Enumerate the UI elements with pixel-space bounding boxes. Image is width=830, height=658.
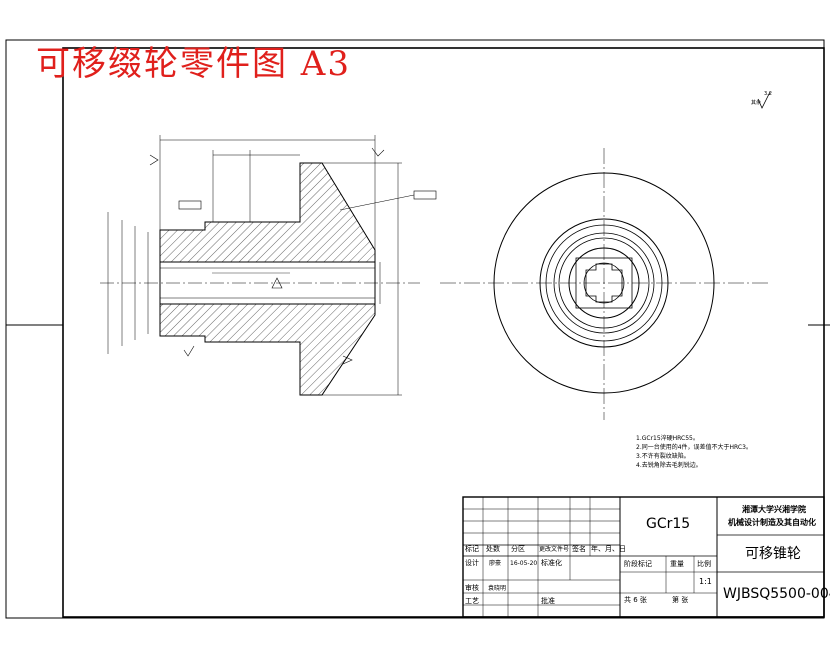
tech-note-4: 4.去锐角除去毛刺锐边。 bbox=[636, 461, 702, 469]
outer-border bbox=[5, 39, 825, 619]
svg-text:其余: 其余 bbox=[751, 99, 761, 106]
label-process: 工艺 bbox=[465, 597, 479, 605]
design-date: 16-05-20 bbox=[510, 560, 537, 567]
label-weight: 重量 bbox=[670, 560, 684, 568]
label-scale: 比例 bbox=[697, 559, 711, 568]
tech-note-3: 3.不许有裂纹缺陷。 bbox=[636, 452, 690, 460]
label-signature: 签名 bbox=[572, 544, 586, 553]
reviewer-name: 袁晓明 bbox=[488, 584, 506, 592]
institution-line-2: 机械设计制造及其自动化 bbox=[728, 517, 816, 527]
label-count: 处数 bbox=[486, 544, 500, 553]
label-review: 审核 bbox=[465, 583, 479, 592]
tech-note-1: 1.GCr15淬硬HRC55。 bbox=[636, 434, 699, 442]
label-stage: 阶段标记 bbox=[624, 559, 652, 568]
label-date: 年、月、日 bbox=[591, 544, 626, 553]
tech-note-2: 2.同一台使用的4件，误差值不大于HRC3。 bbox=[636, 443, 752, 451]
section-view bbox=[100, 135, 437, 396]
label-mark: 标记 bbox=[465, 544, 479, 553]
inner-frame bbox=[62, 47, 825, 618]
roughness-value: 3.2 bbox=[764, 91, 772, 97]
designer-name: 廖豪 bbox=[489, 559, 501, 567]
label-design: 设计 bbox=[465, 558, 479, 567]
label-sheet: 第 张 bbox=[672, 595, 688, 604]
label-standardize: 标准化 bbox=[541, 558, 562, 567]
surface-roughness-symbol: 其余 3.2 bbox=[751, 91, 772, 109]
label-zone: 分区 bbox=[511, 544, 525, 553]
material-text: GCr15 bbox=[646, 516, 690, 532]
label-change-doc: 更改文件号 bbox=[539, 545, 569, 553]
institution-line-1: 湘潭大学兴湘学院 bbox=[742, 504, 806, 514]
label-sheets: 共 6 张 bbox=[624, 595, 647, 604]
part-name: 可移锥轮 bbox=[745, 546, 801, 562]
end-view bbox=[440, 148, 770, 420]
scale-value: 1:1 bbox=[699, 577, 712, 586]
title-block bbox=[462, 496, 825, 618]
page-title: 可移缀轮零件图 A3 bbox=[36, 44, 351, 84]
drawing-number: WJBSQ5500-004 bbox=[723, 586, 830, 602]
label-approve: 批准 bbox=[541, 596, 555, 605]
